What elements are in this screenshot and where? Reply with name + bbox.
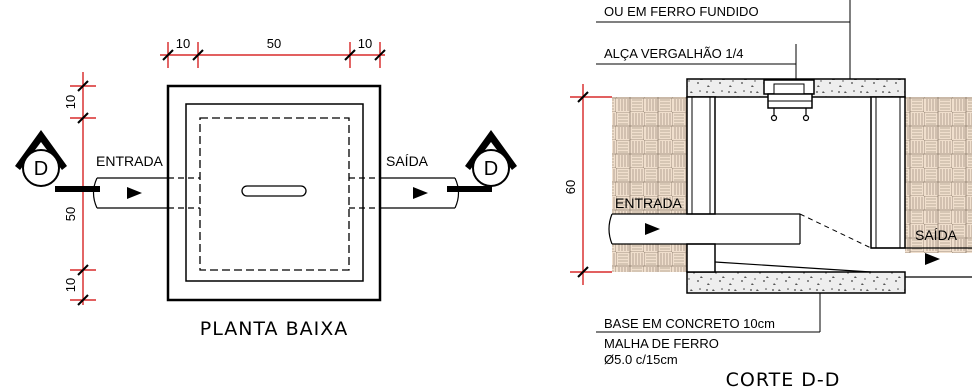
section-outlet-pipe [871,247,972,278]
plan-outlet-pipe [349,177,460,209]
section-label-inlet: ENTRADA [615,195,683,211]
concrete-base [686,271,906,294]
note-mesh-line1: MALHA DE FERRO [604,336,719,351]
section-title: CORTE D-D [726,369,841,391]
lid-outline [199,117,350,271]
soil-left [612,97,687,272]
section-marker-left [15,130,100,192]
section-label-outlet: SAÍDA [915,227,958,243]
note-lid-material: OU EM FERRO FUNDIDO [604,4,759,19]
left-wall-section [686,96,716,215]
box-inner-wall [185,103,364,282]
lid-handle [241,185,307,197]
section-dimension-height [570,84,612,285]
section-marker-left-letter: D [34,158,48,180]
section-view: ENTRADA SAÍDA OU EM FERRO [563,0,972,391]
section-marker-right [447,130,517,192]
plan-dim-side-bottom: 10 [63,278,78,292]
section-dim-height: 60 [563,180,578,194]
note-leaders [596,0,851,333]
note-base: BASE EM CONCRETO 10cm [604,316,775,331]
handle-detail [763,79,815,122]
box-outer-wall [166,84,382,302]
section-outlet-opening [905,253,972,277]
plan-dim-top-right: 10 [358,36,372,51]
plan-dim-top-mid: 50 [267,36,281,51]
plan-dim-side-mid: 50 [63,207,78,221]
plan-dim-top-left: 10 [176,36,190,51]
plan-dim-side-top: 10 [63,95,78,109]
note-handle: ALÇA VERGALHÃO 1/4 [604,46,743,61]
interior-slope [714,261,872,273]
plan-label-inlet: ENTRADA [96,153,164,169]
note-mesh-line2: Ø5.0 c/15cm [604,352,678,367]
plan-title: PLANTA BAIXA [200,318,349,340]
plan-view: 10 50 10 10 50 10 [15,36,517,340]
section-inlet-pipe [608,213,801,245]
section-marker-right-letter: D [484,158,498,180]
soil-right [905,97,972,272]
plan-label-outlet: SAÍDA [386,153,429,169]
left-wall-lower [686,243,716,273]
plan-inlet-pipe [92,177,200,209]
